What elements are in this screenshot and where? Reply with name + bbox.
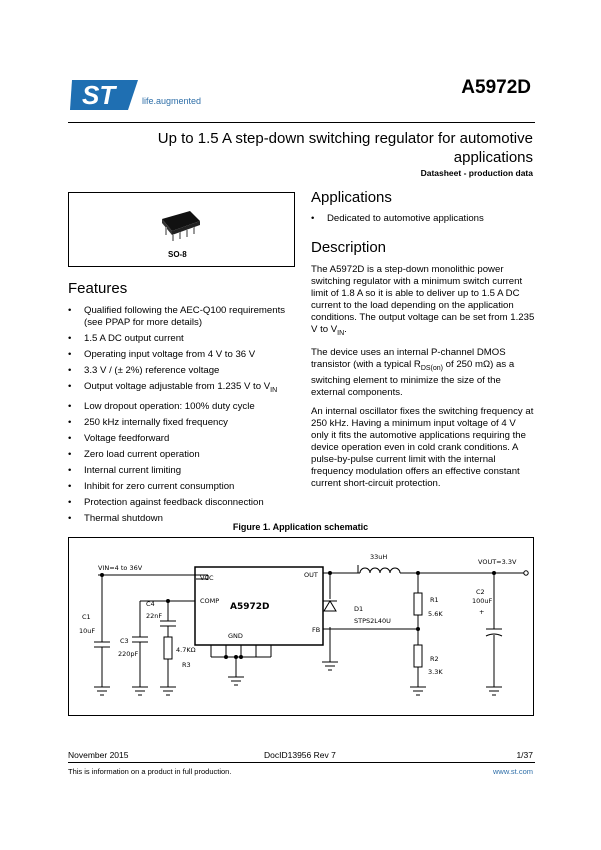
part-number: A5972D	[461, 77, 531, 98]
footer-url[interactable]: www.st.com	[492, 767, 533, 776]
label-out: OUT	[304, 571, 318, 579]
list-item: Zero load current operation	[68, 449, 298, 461]
so8-package-image	[162, 211, 200, 241]
label-vin: VIN=4 to 36V	[98, 564, 143, 572]
label-d1-value: STPS2L40U	[354, 617, 391, 625]
datasheet-status: Datasheet - production data	[420, 168, 533, 178]
footer-page: 1/37	[516, 750, 533, 760]
list-item: Inhibit for zero current consumption	[68, 481, 298, 493]
footer-divider	[68, 762, 535, 763]
list-item: 250 kHz internally fixed frequency	[68, 417, 298, 429]
label-comp: COMP	[200, 597, 219, 605]
document-title: Up to 1.5 A step-down switching regulato…	[157, 130, 533, 166]
list-item: Low dropout operation: 100% duty cycle	[68, 401, 298, 413]
package-box	[68, 192, 295, 267]
label-r1-value: 5.6K	[428, 610, 443, 618]
description-paragraph-1: The A5972D is a step-down monolithic pow…	[311, 264, 535, 337]
description-paragraph-3: An internal oscillator fixes the switchi…	[311, 405, 534, 489]
label-c3: C3	[120, 637, 129, 645]
label-c4: C4	[146, 600, 155, 608]
label-r3: R3	[182, 661, 191, 669]
svg-text:ST: ST	[82, 80, 117, 110]
application-schematic: VIN=4 to 36V VOUT=3.3V A5972D VCC COMP O…	[79, 553, 529, 696]
label-inductor: 33uH	[370, 553, 387, 561]
list-item: Output voltage adjustable from 1.235 V t…	[68, 381, 298, 397]
label-r3-value: 4.7KΩ	[176, 646, 196, 654]
features-list: Qualified following the AEC-Q100 require…	[68, 305, 298, 529]
header-divider	[68, 122, 535, 123]
description-heading: Description	[311, 239, 387, 256]
list-item: Qualified following the AEC-Q100 require…	[68, 305, 298, 329]
footer-note: This is information on a product in full…	[68, 767, 232, 776]
label-c1: C1	[82, 613, 91, 621]
label-r1: R1	[430, 596, 439, 604]
label-c3-value: 220pF	[118, 650, 139, 658]
description-paragraph-2: The device uses an internal P-channel DM…	[311, 346, 515, 398]
list-item: Internal current limiting	[68, 465, 298, 477]
logo-tagline: life.augmented	[142, 96, 202, 106]
list-item: Voltage feedforward	[68, 433, 298, 445]
label-fb: FB	[312, 626, 320, 634]
label-c4-value: 22nF	[146, 612, 162, 620]
label-vcc: VCC	[200, 574, 214, 582]
figure-caption: Figure 1. Application schematic	[232, 522, 369, 532]
footer-docid: DocID13956 Rev 7	[264, 750, 336, 760]
list-item: Protection against feedback disconnectio…	[68, 497, 298, 509]
figure-frame	[68, 537, 534, 716]
label-c2-polarity: +	[479, 608, 484, 616]
label-r2-value: 3.3K	[428, 668, 443, 676]
label-d1: D1	[354, 605, 363, 613]
label-r2: R2	[430, 655, 439, 663]
label-c1-value: 10uF	[79, 627, 95, 635]
st-logo: ST	[70, 80, 138, 110]
list-item: 1.5 A DC output current	[68, 333, 298, 345]
description-body: The A5972D is a step-down monolithic pow…	[311, 264, 535, 497]
label-ic: A5972D	[230, 602, 270, 612]
label-c2-value: 100uF	[472, 597, 493, 605]
package-label: SO-8	[168, 250, 187, 259]
applications-list: Dedicated to automotive applications	[311, 213, 535, 229]
list-item: Operating input voltage from 4 V to 36 V	[68, 349, 298, 361]
label-gnd: GND	[228, 632, 243, 640]
label-vout: VOUT=3.3V	[478, 558, 517, 566]
footer-date: November 2015	[68, 750, 129, 760]
list-item: Thermal shutdown	[68, 513, 298, 525]
list-item: 3.3 V / (± 2%) reference voltage	[68, 365, 298, 377]
label-c2: C2	[476, 588, 485, 596]
applications-heading: Applications	[311, 189, 392, 206]
features-heading: Features	[68, 280, 128, 297]
list-item: Dedicated to automotive applications	[311, 213, 535, 225]
